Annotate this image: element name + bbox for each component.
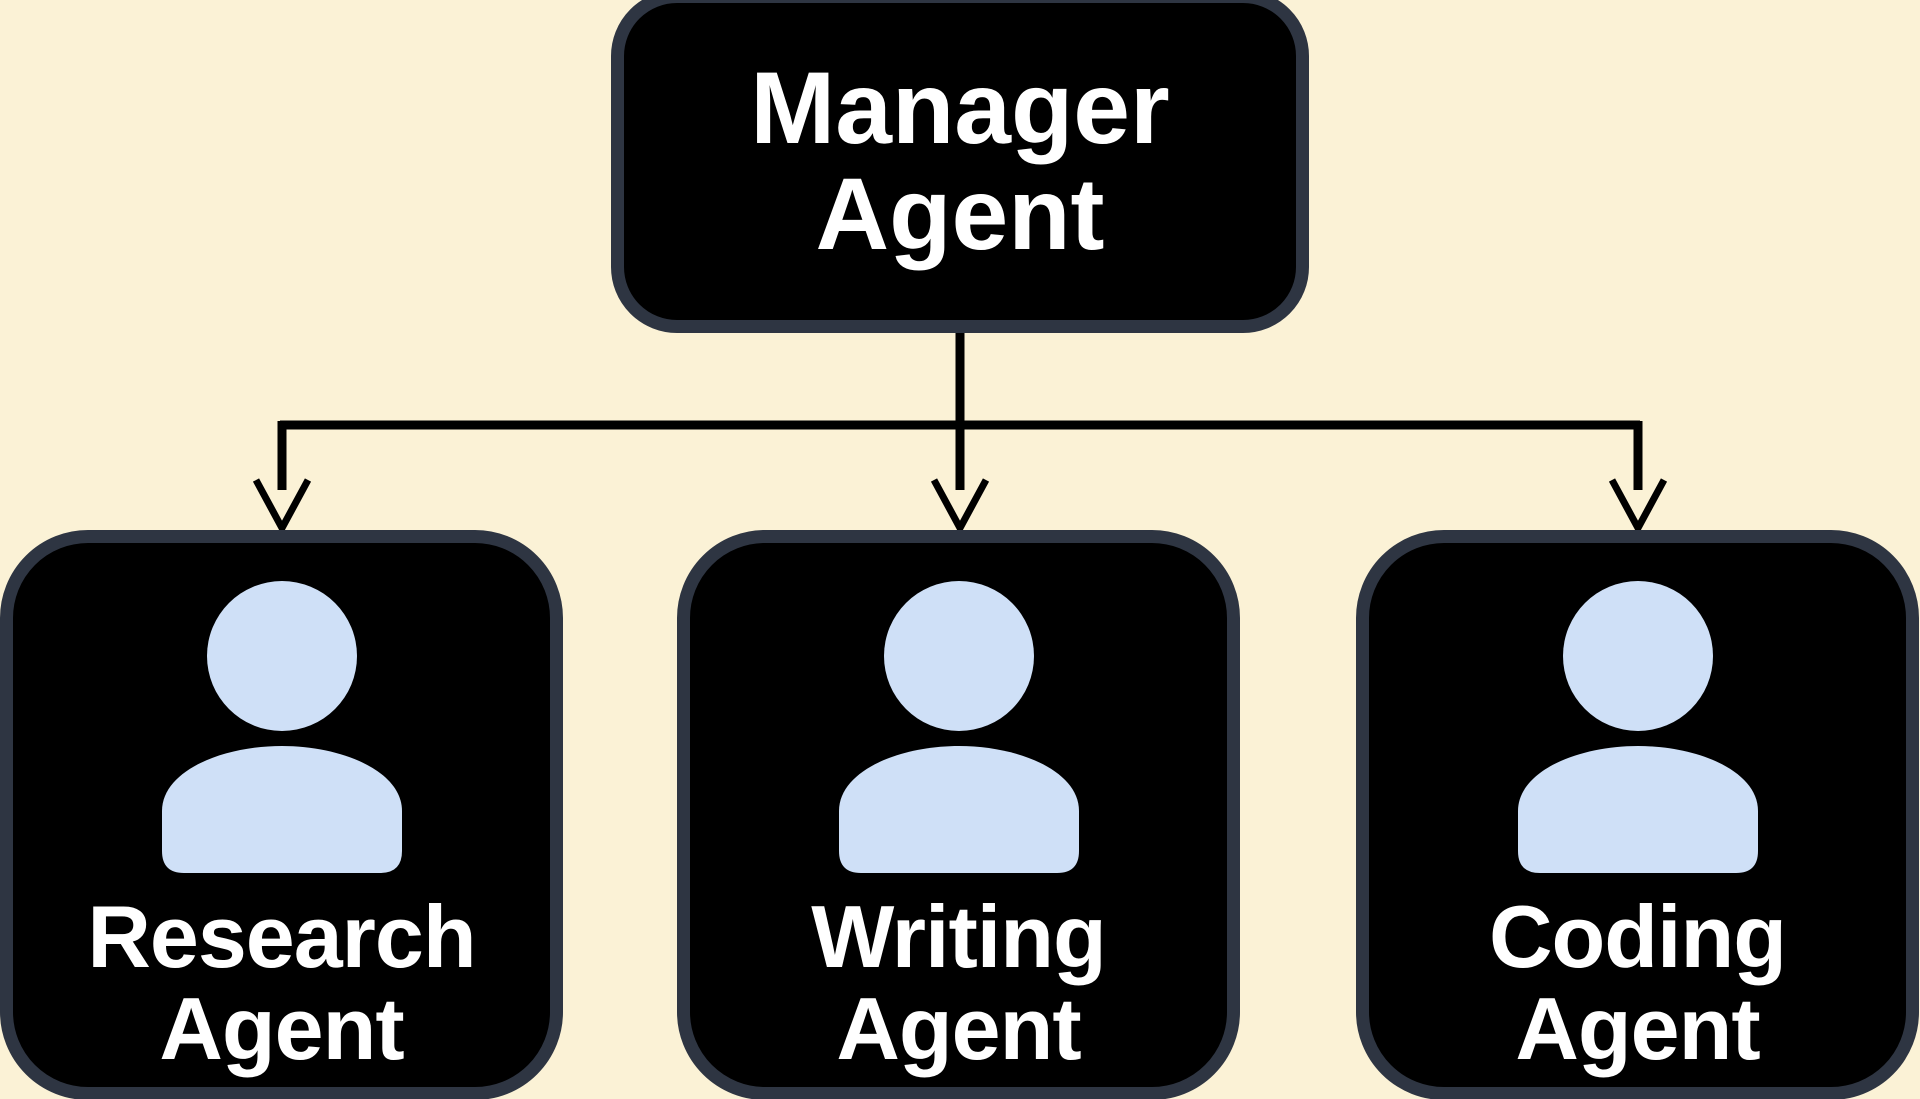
research-label-line2: Agent [159,979,404,1078]
coding-label-line2: Agent [1515,979,1760,1078]
research-agent-label: Research Agent [13,891,550,1075]
manager-label-line1: Manager [750,51,1170,165]
person-icon [1517,581,1758,873]
research-agent-node: Research Agent [0,530,563,1099]
arrowhead-coding [1608,478,1668,536]
manager-label-line2: Agent [815,157,1105,271]
arrowhead-research [252,478,312,536]
writing-label-line2: Agent [836,979,1081,1078]
arrowhead-writing [930,478,990,536]
coding-label-line1: Coding [1488,887,1787,986]
person-icon [838,581,1079,873]
writing-agent-node: Writing Agent [677,530,1240,1099]
manager-agent-node: Manager Agent [611,0,1309,333]
writing-agent-label: Writing Agent [690,891,1227,1075]
coding-agent-node: Coding Agent [1356,530,1919,1099]
research-label-line1: Research [87,887,476,986]
person-icon [161,581,402,873]
writing-label-line1: Writing [811,887,1106,986]
coding-agent-label: Coding Agent [1369,891,1906,1075]
